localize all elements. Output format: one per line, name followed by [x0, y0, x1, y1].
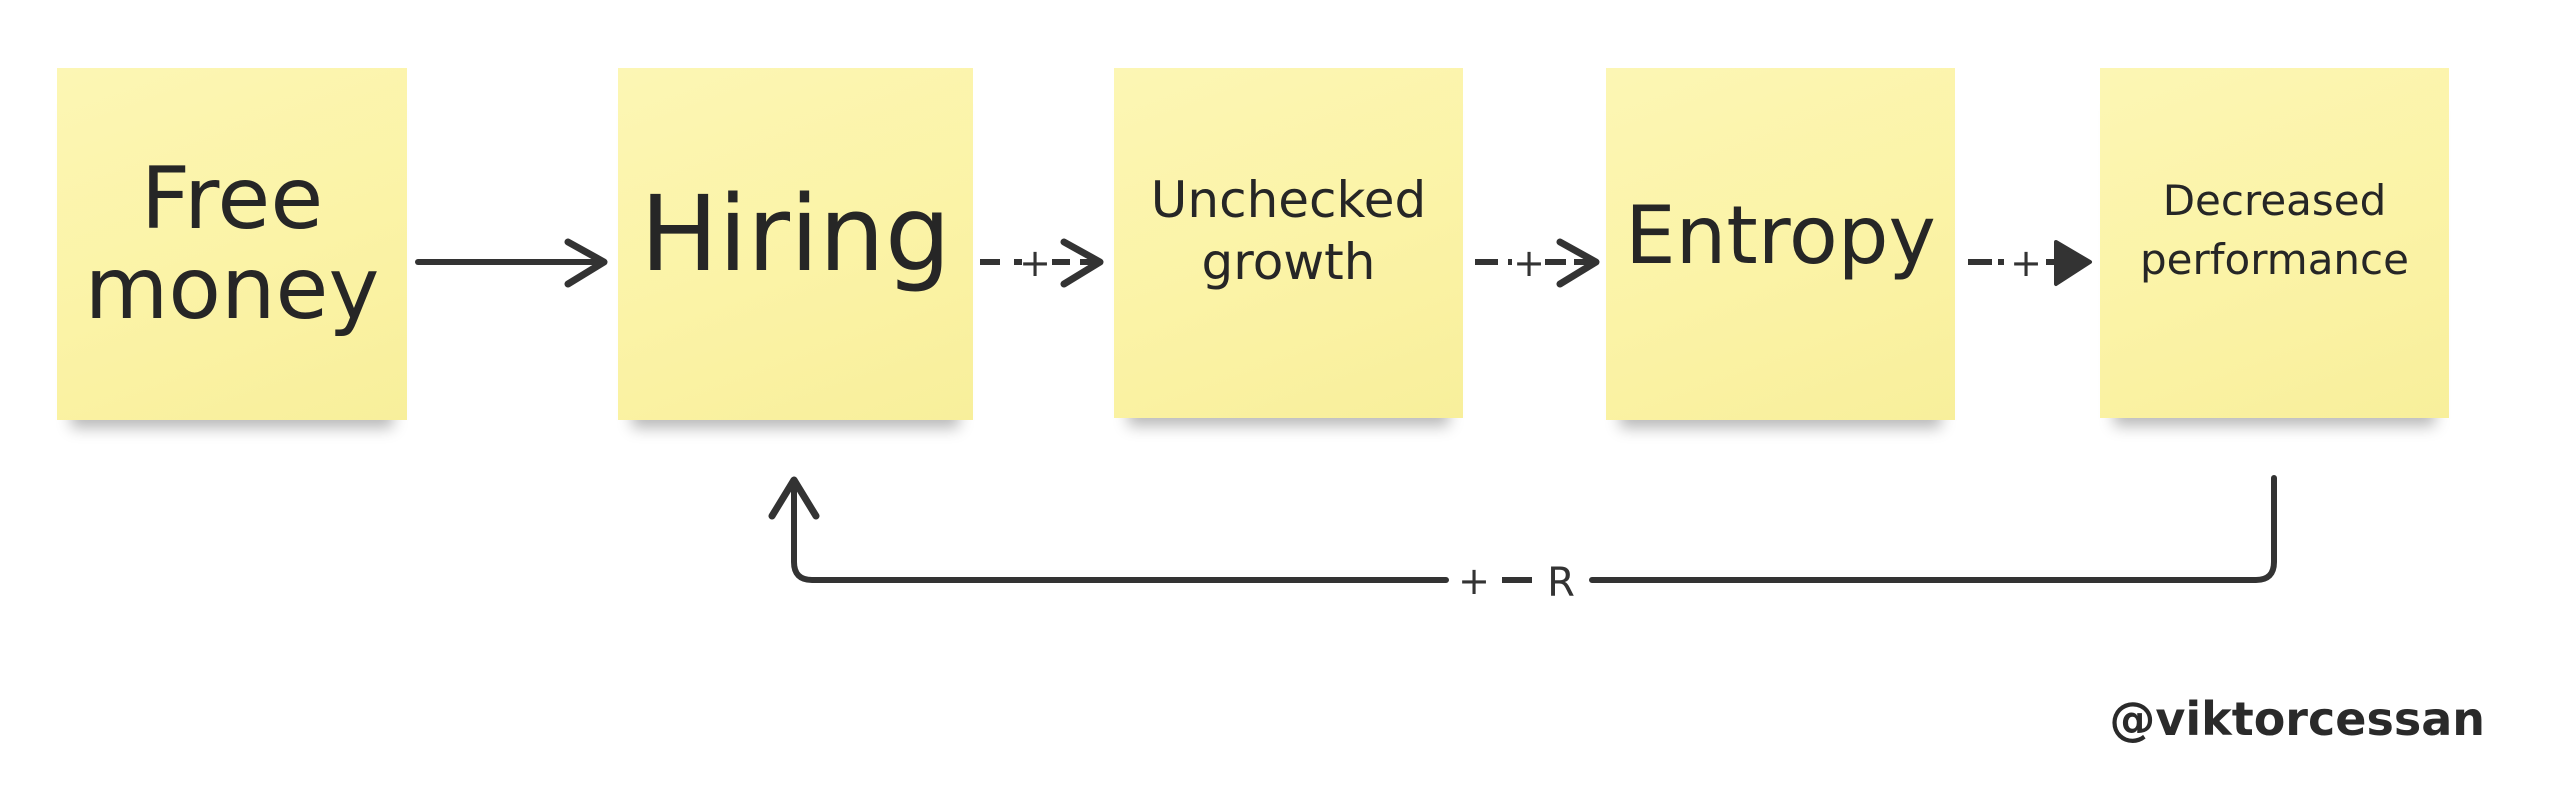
edge-unchecked-growth-to-entropy[interactable]: +: [1475, 238, 1600, 288]
note-label-hiring: Hiring: [640, 172, 951, 295]
loop-type-label: R: [1547, 560, 1575, 606]
edge-entropy-to-decreased-performance[interactable]: +: [1968, 240, 2092, 286]
sticky-note-free-money[interactable]: Free money: [57, 68, 407, 420]
edge-polarity-label: +: [2010, 241, 2042, 285]
sticky-note-entropy[interactable]: Entropy: [1606, 68, 1955, 420]
sticky-note-unchecked-growth[interactable]: Unchecked growth: [1114, 68, 1463, 418]
edge-decreased-performance-to-hiring[interactable]: + R: [768, 475, 2277, 606]
note-label-decreased-performance: Decreased performance: [2140, 176, 2409, 284]
edge-free-money-to-hiring[interactable]: [415, 238, 608, 288]
note-label-entropy: Entropy: [1625, 189, 1936, 282]
edge-polarity-label: +: [1019, 241, 1051, 285]
edge-hiring-to-unchecked-growth[interactable]: +: [980, 238, 1104, 288]
note-label-unchecked-growth: Unchecked growth: [1150, 170, 1427, 292]
sticky-note-hiring[interactable]: Hiring: [618, 68, 973, 420]
note-label-free-money: Free money: [84, 148, 380, 339]
edge-polarity-label: +: [1513, 241, 1545, 285]
edge-polarity-label: +: [1458, 559, 1490, 603]
sticky-note-decreased-performance[interactable]: Decreased performance: [2100, 68, 2449, 418]
author-handle: @viktorcessan: [2109, 692, 2485, 746]
